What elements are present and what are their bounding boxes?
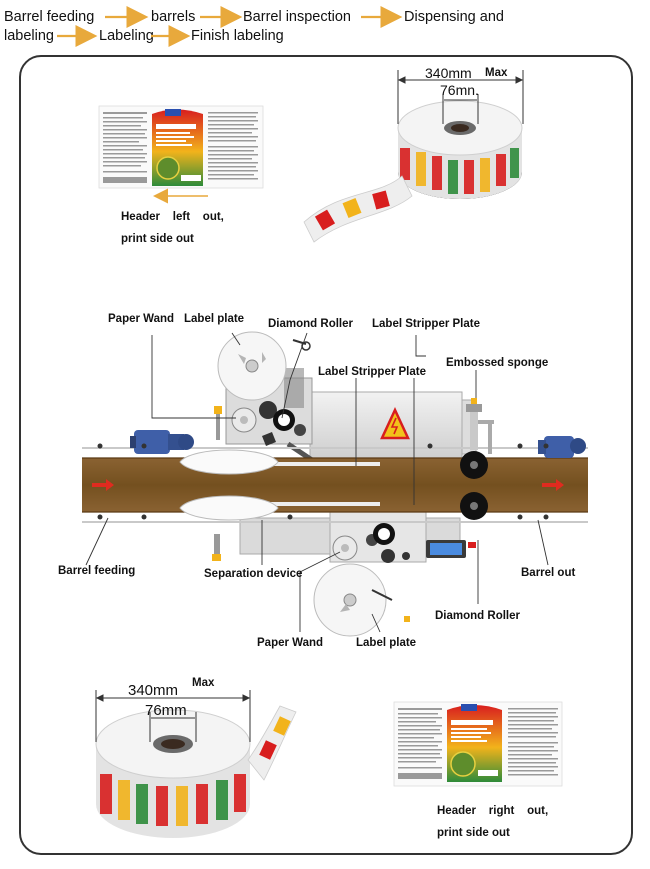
label-diamond-roller-bottom: Diamond Roller [435, 610, 520, 622]
embossed-sponge-rollers [460, 398, 494, 520]
flow-step-barrel-feeding: Barrel feeding [4, 9, 95, 25]
label-diamond-roller-top: Diamond Roller [268, 318, 353, 330]
flow-step-finish-labeling: Finish labeling [191, 28, 284, 44]
label-label-plate-bottom: Label plate [356, 637, 417, 649]
label-stripper-plate-top: Label Stripper Plate [372, 318, 481, 330]
label-paper-wand-top: Paper Wand [108, 313, 175, 325]
label-barrel-out: Barrel out [521, 567, 576, 579]
separation-device [179, 449, 279, 521]
label-paper-wand-bottom: Paper Wand [257, 637, 324, 649]
conveyor-flow-arrows [92, 479, 564, 491]
flow-step-barrel-inspection: Barrel inspection [243, 9, 351, 25]
left-note-line2: print side out [121, 233, 194, 245]
left-label-orientation-note: Header left out, print side out [121, 206, 241, 250]
conveyor-belt [82, 447, 588, 523]
top-roll-dimensions [397, 70, 524, 124]
right-note-line1: Header right out, [437, 805, 549, 817]
label-separation-device: Separation device [204, 568, 303, 580]
callout-lines [85, 332, 549, 633]
label-roll-top [303, 100, 523, 243]
motor-right [538, 436, 586, 458]
diagram-frame [19, 55, 633, 855]
bottom-roll-inner-diameter: 76mm [145, 702, 187, 719]
guide-posts [97, 443, 549, 520]
flow-step-dispensing: Dispensing and [404, 9, 504, 25]
right-note-line2: print side out [437, 827, 510, 839]
bottom-roll-max: Max [192, 677, 215, 689]
flow-step-barrels: barrels [151, 9, 196, 25]
bottom-roll-outer-diameter: 340mm [128, 682, 179, 699]
flow-step-labeling-2: Labeling [99, 28, 154, 44]
label-embossed-sponge: Embossed sponge [446, 357, 549, 369]
label-sample-left [98, 105, 264, 189]
right-label-orientation-note: Header right out, print side out [437, 800, 567, 844]
label-sample-right [393, 701, 563, 787]
bottom-roll-dimensions [95, 690, 251, 742]
label-label-plate-top: Label plate [184, 313, 245, 325]
flow-step-labeling-1: labeling [4, 28, 54, 44]
machine-bottom-head [212, 488, 476, 637]
top-roll-max: Max [485, 67, 508, 79]
label-stripper-plate-mid: Label Stripper Plate [318, 366, 427, 378]
left-note-line1: Header left out, [121, 211, 224, 223]
top-roll-inner-diameter: 76mn. [440, 82, 479, 98]
label-roll-bottom [95, 705, 297, 838]
flow-arrows [57, 6, 403, 47]
label-barrel-feeding: Barrel feeding [58, 565, 136, 577]
top-roll-outer-diameter: 340mm [425, 65, 472, 81]
